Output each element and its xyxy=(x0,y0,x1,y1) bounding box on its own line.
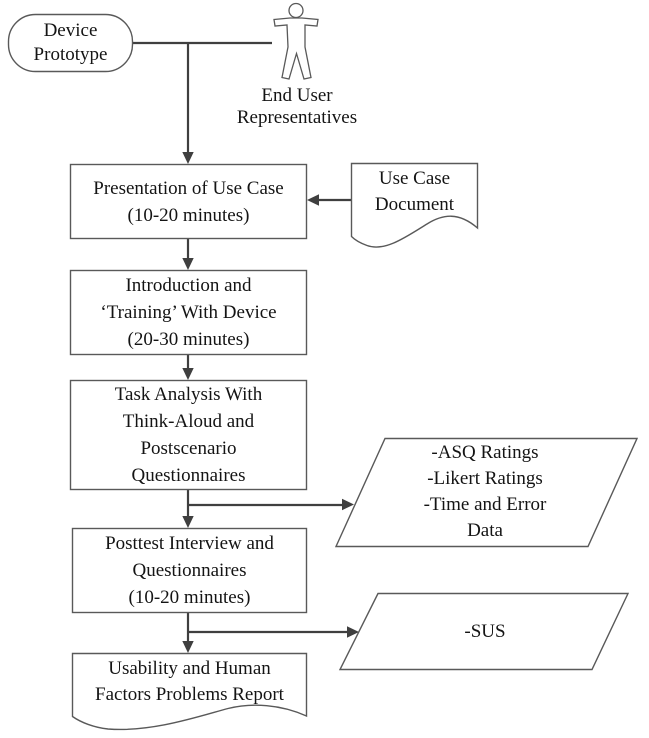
arrow-task-to-posttest xyxy=(182,490,194,528)
arrow-document-to-presentation xyxy=(307,194,351,206)
introduction-training-label: Introduction and ‘Training’ With Device … xyxy=(100,275,277,350)
arrow-presentation-to-introduction xyxy=(182,239,194,270)
session-outputs-label: -ASQ Ratings -Likert Ratings -Time and E… xyxy=(423,442,547,541)
device-prototype-label: Device Prototype xyxy=(33,20,108,65)
task-analysis-process-box xyxy=(69,379,308,491)
sus-output-label: -SUS xyxy=(464,621,506,642)
arrow-posttest-to-sus xyxy=(188,626,359,638)
device-prototype-terminator xyxy=(7,13,134,73)
task-analysis-label: Task Analysis With Think-Aloud and Posts… xyxy=(114,384,263,486)
problems-report-document-shape xyxy=(71,652,308,731)
sus-parallelogram xyxy=(338,592,630,671)
arrow-posttest-to-report xyxy=(182,613,194,653)
arrow-junction-to-presentation xyxy=(182,43,194,164)
presentation-process-box xyxy=(69,163,308,240)
arrow-task-to-session-outputs xyxy=(188,498,354,511)
person-icon xyxy=(273,2,319,80)
use-case-document-shape xyxy=(350,162,479,248)
arrow-introduction-to-task xyxy=(182,355,194,380)
presentation-of-use-case-label: Presentation of Use Case (10-20 minutes) xyxy=(93,177,284,226)
use-case-document-label: Use Case Document xyxy=(374,168,455,215)
posttest-process-box xyxy=(71,527,308,614)
introduction-process-box xyxy=(69,269,308,356)
problems-report-label: Usability and Human Factors Problems Rep… xyxy=(95,657,284,705)
end-user-representatives-label: End User Representatives xyxy=(236,85,358,128)
session-outputs-parallelogram xyxy=(334,437,639,548)
posttest-interview-label: Posttest Interview and Questionnaires (1… xyxy=(105,533,274,608)
